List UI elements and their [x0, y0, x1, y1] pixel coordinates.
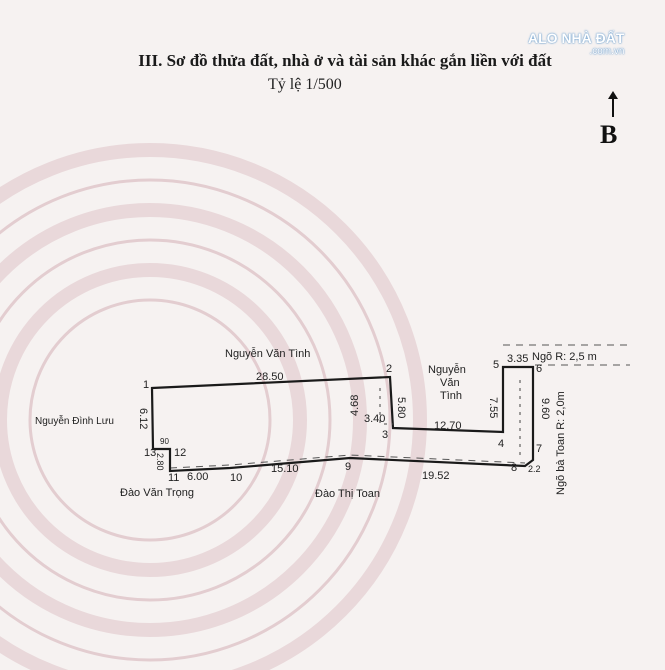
edge-length: 9.60 [539, 398, 551, 419]
point-label: 11 [168, 472, 179, 484]
point-label: 8 [511, 462, 517, 474]
point-label: 10 [230, 472, 242, 484]
page-title: III. Sơ đồ thửa đất, nhà ở và tài sản kh… [138, 51, 552, 70]
neighbor-label: Đào Văn Trọng [120, 487, 194, 499]
watermark-logo: ALO NHÀ ĐẤT.com.vn [528, 30, 625, 57]
edge-length: 7.55 [487, 397, 499, 418]
edge-length: 12.70 [434, 420, 462, 432]
south-dashed-boundary [169, 454, 526, 469]
point-label: 13 [144, 447, 156, 459]
point-label: 5 [493, 359, 499, 371]
neighbor-label: Nguyễn [428, 363, 466, 376]
neighbor-label: Văn [440, 377, 460, 389]
edge-length: 19.52 [422, 470, 450, 482]
edge-length: 28.50 [256, 371, 284, 383]
road-label: Ngõ bà Toan R: 2,0m [555, 391, 567, 495]
edge-length: 3.40 [364, 413, 385, 425]
point-label: 12 [174, 447, 186, 459]
road-label: Ngõ R: 2,5 m [532, 351, 597, 363]
edge-length: 3.35 [507, 353, 528, 365]
neighbor-label: Nguyễn Đình Lưu [35, 414, 114, 427]
edge-length: 90 [160, 437, 169, 446]
north-label: B [600, 120, 618, 149]
point-label: 3 [382, 429, 388, 441]
edge-length: 6.12 [137, 408, 149, 429]
edge-length: 2.80 [155, 453, 165, 471]
neighbor-label: Tình [440, 390, 462, 402]
edge-length: 6.00 [187, 471, 208, 483]
point-label: 2 [386, 363, 392, 375]
edge-length: 4.68 [349, 395, 361, 416]
edge-length: 2.2 [528, 464, 541, 474]
point-label: 6 [536, 363, 542, 375]
point-label: 7 [536, 443, 542, 455]
neighbor-label: Nguyễn Văn Tình [225, 347, 310, 360]
point-label: 4 [498, 438, 504, 450]
point-label: 9 [345, 461, 351, 473]
plot-boundary [150, 365, 535, 473]
point-label: 1 [143, 379, 149, 391]
north-arrow-icon [608, 91, 618, 117]
edge-length: 15.10 [271, 463, 299, 475]
neighbor-label: Đào Thị Toan [315, 488, 380, 500]
scale-label: Tỷ lệ 1/500 [268, 76, 342, 93]
edge-length: 5.80 [395, 397, 407, 418]
